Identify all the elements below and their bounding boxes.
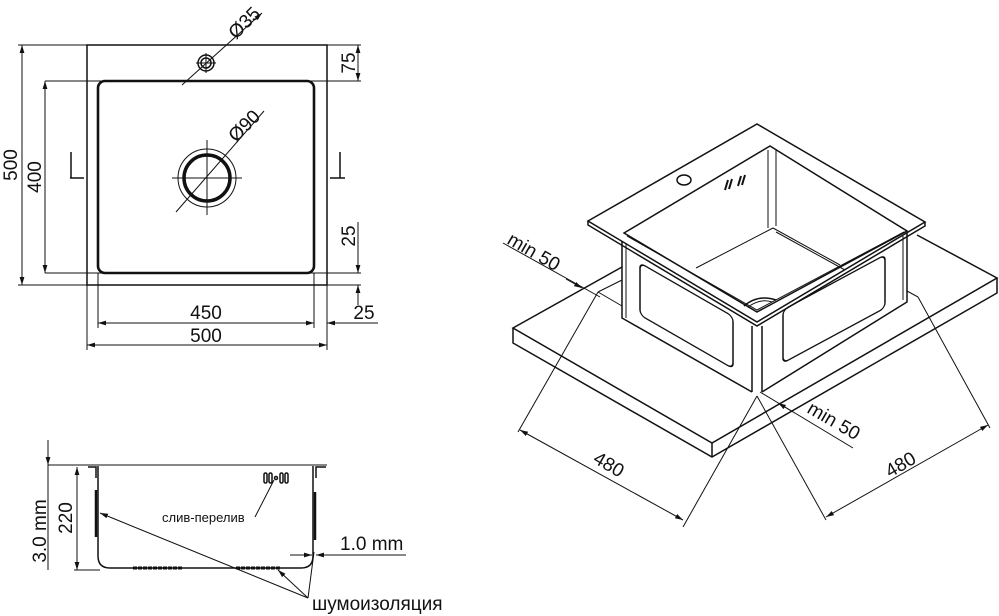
total-height-label: 500 (1, 149, 22, 181)
rim-side-label: 25 (353, 303, 374, 324)
overflow-slots (263, 472, 289, 484)
drain-hole (743, 297, 777, 307)
sink-outline (86, 44, 328, 286)
sink-rim (586, 123, 927, 327)
drain-hole (172, 140, 242, 215)
rim-top-label: 75 (339, 52, 360, 73)
section-mark-right (330, 152, 345, 179)
clearance-right-label: min 50 (804, 398, 864, 445)
bowl-height-label: 400 (25, 161, 46, 193)
insulation-panel-left (639, 264, 734, 368)
clearance-left-label: min 50 (504, 229, 564, 276)
rim-bottom-label: 25 (339, 225, 360, 246)
overflow-label: слив-перелив (162, 510, 245, 525)
plan-view: Ø35 Ø90 500 400 75 25 450 25 500 (1, 3, 378, 350)
insulation-panel-right (782, 256, 886, 362)
width-right-label: 480 (882, 448, 920, 482)
faucet-hole-label: Ø35 (225, 3, 265, 43)
countertop (511, 234, 999, 458)
sink-body (621, 232, 908, 393)
section-view: слив-перелив 3.0 mm 220 1.0 mm шумоизоля… (30, 440, 443, 615)
overflow-slots (724, 174, 746, 191)
faucet-hole (676, 174, 692, 186)
section-mark-left (70, 152, 84, 179)
wall-thickness-label: 1.0 mm (340, 534, 403, 555)
flange-thickness-label: 3.0 mm (30, 499, 51, 562)
bowl-width-label: 450 (190, 303, 222, 324)
total-width-label: 500 (190, 326, 222, 347)
depth-label: 220 (56, 502, 77, 534)
drain-label: Ø90 (225, 106, 265, 146)
insulation-label: шумоизоляция (312, 594, 443, 615)
isometric-view: min 50 480 480 min 50 (502, 123, 999, 528)
width-left-label: 480 (590, 448, 628, 482)
